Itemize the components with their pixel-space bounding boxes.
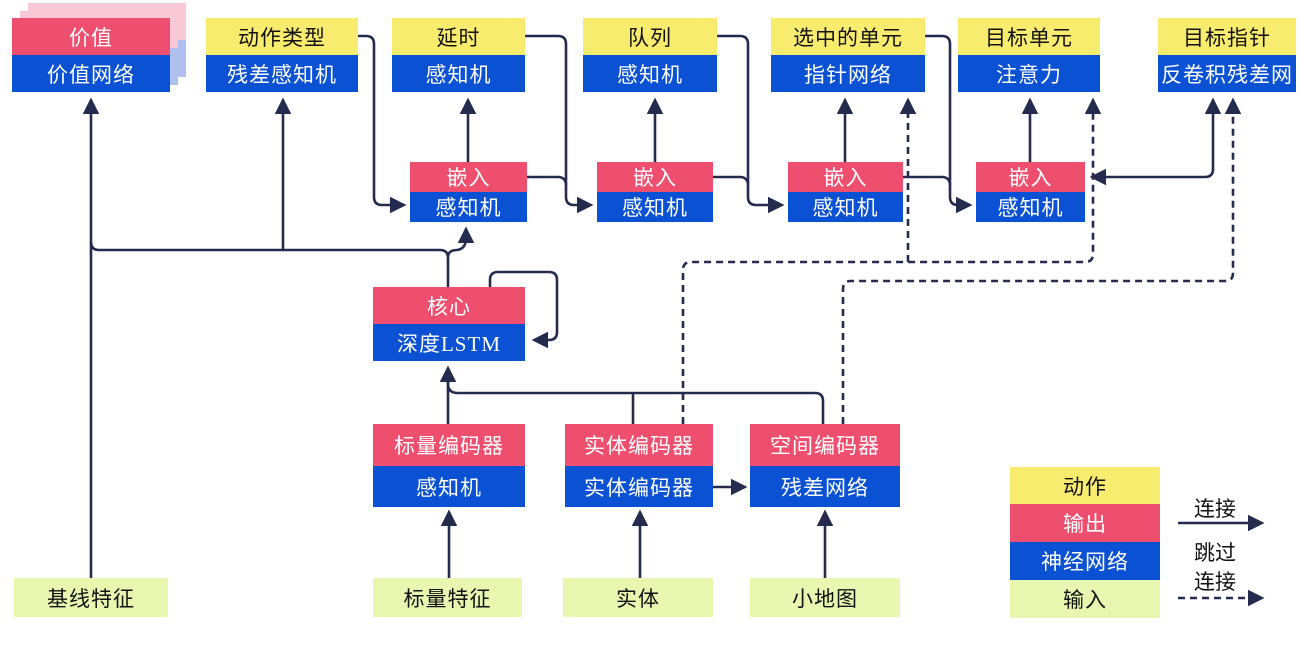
- node-scalar-encoder: 标量编码器 感知机: [373, 424, 525, 507]
- legend-action-row: 动作: [1010, 467, 1160, 504]
- node-spatial-encoder: 空间编码器 残差网络: [750, 424, 900, 507]
- node-embed-1-network: 感知机: [410, 192, 527, 222]
- node-target-unit: 目标单元 注意力: [958, 18, 1100, 92]
- node-embed-3: 嵌入 感知机: [788, 162, 903, 222]
- node-queue-network: 感知机: [583, 55, 717, 92]
- node-embed-4: 嵌入 感知机: [976, 162, 1085, 222]
- node-target-point-action: 目标指针: [1158, 18, 1296, 55]
- node-delay-action: 延时: [392, 18, 525, 55]
- node-entities-label: 实体: [563, 578, 713, 617]
- node-baseline-features: 基线特征: [14, 578, 168, 617]
- node-embed-1: 嵌入 感知机: [410, 162, 527, 222]
- node-embed-2-network: 感知机: [597, 192, 713, 222]
- node-embed-3-output: 嵌入: [788, 162, 903, 192]
- node-queue-action: 队列: [583, 18, 717, 55]
- node-entity-encoder-output: 实体编码器: [565, 424, 713, 466]
- wire-embed3-merge: [903, 175, 952, 186]
- node-embed-3-network: 感知机: [788, 192, 903, 222]
- node-minimap-label: 小地图: [750, 578, 900, 617]
- node-embed-4-network: 感知机: [976, 192, 1085, 222]
- wire-embed4-to-target-point: [1089, 97, 1222, 186]
- node-action-type-network: 残差感知机: [206, 55, 358, 92]
- wire-skip-spatial-to-deconv: [841, 97, 1242, 424]
- node-core-output: 核心: [373, 287, 525, 324]
- node-minimap: 小地图: [750, 578, 900, 617]
- node-scalar-encoder-network: 感知机: [373, 466, 525, 507]
- wire-delay-to-embed2: [525, 34, 594, 214]
- legend-solid-label: 连接: [1194, 497, 1236, 521]
- wire-trunk-to-embed1: [446, 226, 475, 257]
- node-action-type: 动作类型 残差感知机: [206, 18, 358, 92]
- wire-core-self-loop: [488, 270, 559, 349]
- node-entity-encoder-network: 实体编码器: [565, 466, 713, 507]
- node-target-point: 目标指针 反卷积残差网: [1158, 18, 1296, 92]
- node-value-network: 价值网络: [12, 55, 170, 92]
- node-core: 核心 深度LSTM: [373, 287, 525, 361]
- node-delay: 延时 感知机: [392, 18, 525, 92]
- node-entities: 实体: [563, 578, 713, 617]
- wire-spatial-encoder-merge: [446, 376, 825, 424]
- legend-skip-label-line1: 跳过: [1194, 541, 1236, 565]
- node-scalar-features-label: 标量特征: [373, 578, 522, 617]
- node-value: 价值 价值网络: [12, 18, 170, 92]
- node-selected-units-network: 指针网络: [771, 55, 925, 92]
- wire-embed2-merge: [713, 175, 750, 186]
- wire-queue-to-embed3: [717, 34, 785, 214]
- legend-input-row: 输入: [1010, 580, 1160, 618]
- wire-skip-entity-to-attention: [681, 97, 1102, 424]
- node-action-type-action: 动作类型: [206, 18, 358, 55]
- legend-network-row: 神经网络: [1010, 542, 1160, 580]
- node-scalar-features: 标量特征: [373, 578, 522, 617]
- node-delay-network: 感知机: [392, 55, 525, 92]
- node-target-unit-action: 目标单元: [958, 18, 1100, 55]
- wire-actiontype-to-embed1: [358, 34, 407, 214]
- node-spatial-encoder-network: 残差网络: [750, 466, 900, 507]
- node-spatial-encoder-output: 空间编码器: [750, 424, 900, 466]
- legend-skip-label-line2: 连接: [1194, 570, 1236, 594]
- node-embed-1-output: 嵌入: [410, 162, 527, 192]
- node-scalar-encoder-output: 标量编码器: [373, 424, 525, 466]
- node-baseline-features-label: 基线特征: [14, 578, 168, 617]
- node-embed-4-output: 嵌入: [976, 162, 1085, 192]
- node-selected-units-action: 选中的单元: [771, 18, 925, 55]
- legend-color-key: 动作 输出 神经网络 输入: [1010, 467, 1160, 618]
- node-selected-units: 选中的单元 指针网络: [771, 18, 925, 92]
- wire-embed1-merge: [527, 175, 568, 186]
- node-target-unit-network: 注意力: [958, 55, 1100, 92]
- node-core-network: 深度LSTM: [373, 324, 525, 361]
- legend-output-row: 输出: [1010, 504, 1160, 542]
- node-entity-encoder: 实体编码器 实体编码器: [565, 424, 713, 507]
- wire-selected-to-embed4: [925, 34, 973, 214]
- wire-core-trunk-left: [89, 241, 450, 287]
- node-queue: 队列 感知机: [583, 18, 717, 92]
- node-value-output: 价值: [12, 18, 170, 55]
- node-target-point-network: 反卷积残差网: [1158, 55, 1296, 92]
- node-embed-2: 嵌入 感知机: [597, 162, 713, 222]
- node-embed-2-output: 嵌入: [597, 162, 713, 192]
